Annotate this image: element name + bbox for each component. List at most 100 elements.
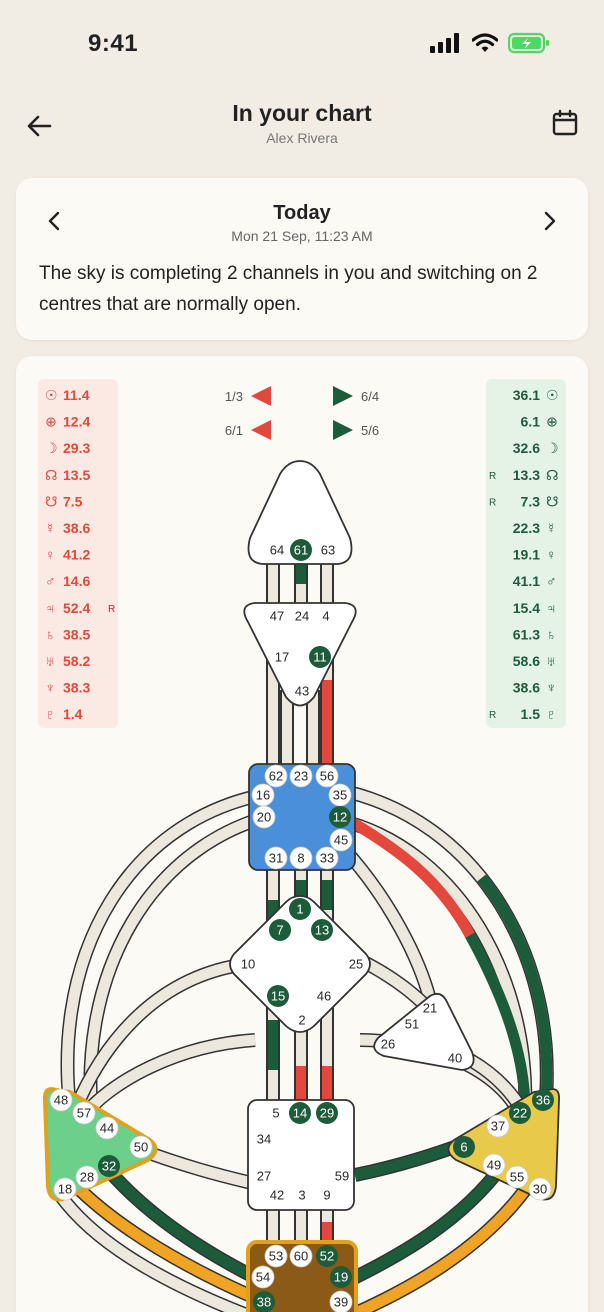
gate-label[interactable]: 12 bbox=[333, 810, 347, 825]
g-centre[interactable] bbox=[229, 895, 371, 1033]
gate-label[interactable]: 22 bbox=[513, 1106, 527, 1121]
gate-label[interactable]: 34 bbox=[257, 1132, 271, 1147]
gate-label[interactable]: 27 bbox=[257, 1169, 271, 1184]
personality-arrow-icon bbox=[333, 386, 353, 406]
gate-label[interactable]: 50 bbox=[134, 1140, 148, 1155]
gate-label[interactable]: 29 bbox=[320, 1106, 334, 1121]
gate-label[interactable]: 44 bbox=[100, 1121, 114, 1136]
gate-label[interactable]: 18 bbox=[58, 1182, 72, 1197]
gate-label[interactable]: 49 bbox=[487, 1158, 501, 1173]
gate-label[interactable]: 10 bbox=[241, 957, 255, 972]
sacral-centre[interactable] bbox=[247, 1099, 355, 1211]
gate-label[interactable]: 30 bbox=[533, 1182, 547, 1197]
gate-label[interactable]: 2 bbox=[298, 1013, 305, 1028]
profile-label: 5/6 bbox=[361, 423, 379, 438]
gate-label[interactable]: 3 bbox=[298, 1188, 305, 1203]
gate-badge bbox=[315, 846, 339, 870]
gate-badge bbox=[253, 1291, 275, 1312]
gate-label[interactable]: 56 bbox=[320, 769, 334, 784]
gate-label[interactable]: 4 bbox=[322, 609, 329, 624]
retrograde-marker: R bbox=[489, 471, 496, 482]
gate-label[interactable]: 15 bbox=[271, 989, 285, 1004]
ajna-centre[interactable] bbox=[243, 602, 357, 707]
gate-label[interactable]: 35 bbox=[333, 788, 347, 803]
planet-symbol: ♅ bbox=[45, 653, 56, 669]
gate-label[interactable]: 51 bbox=[405, 1017, 419, 1032]
planet-gate-value: 41.2 bbox=[63, 547, 90, 563]
gate-label[interactable]: 20 bbox=[257, 810, 271, 825]
gate-label[interactable]: 24 bbox=[295, 609, 309, 624]
gate-label[interactable]: 60 bbox=[294, 1249, 308, 1264]
gate-badge bbox=[289, 1244, 313, 1268]
gate-label[interactable]: 63 bbox=[321, 543, 335, 558]
planet-symbol: ♃ bbox=[45, 600, 56, 616]
throat-centre[interactable] bbox=[248, 763, 356, 871]
solar-plexus-centre[interactable] bbox=[447, 1088, 560, 1201]
gate-label[interactable]: 32 bbox=[102, 1159, 116, 1174]
gate-label[interactable]: 46 bbox=[317, 989, 331, 1004]
gate-badge bbox=[75, 1165, 99, 1189]
gate-label[interactable]: 61 bbox=[294, 543, 308, 558]
gate-badge bbox=[316, 1245, 338, 1267]
gate-label[interactable]: 26 bbox=[381, 1037, 395, 1052]
back-arrow-icon[interactable] bbox=[24, 110, 56, 142]
profile-label: 6/4 bbox=[361, 389, 379, 404]
planet-gate-value: 19.1 bbox=[513, 547, 540, 563]
gate-label[interactable]: 48 bbox=[54, 1093, 68, 1108]
gate-label[interactable]: 7 bbox=[276, 923, 283, 938]
planet-gate-value: 36.1 bbox=[513, 387, 540, 403]
gate-label[interactable]: 11 bbox=[313, 650, 327, 665]
gate-label[interactable]: 42 bbox=[270, 1188, 284, 1203]
gate-label[interactable]: 28 bbox=[80, 1170, 94, 1185]
next-day-icon[interactable] bbox=[538, 210, 560, 232]
status-icons bbox=[430, 32, 550, 54]
gate-label[interactable]: 54 bbox=[256, 1270, 270, 1285]
gate-label[interactable]: 37 bbox=[491, 1119, 505, 1134]
gate-label[interactable]: 13 bbox=[315, 923, 329, 938]
spleen-centre[interactable] bbox=[42, 1087, 158, 1202]
gate-label[interactable]: 25 bbox=[349, 957, 363, 972]
planet-symbol: ♇ bbox=[546, 706, 557, 722]
gate-label[interactable]: 23 bbox=[294, 769, 308, 784]
gate-badge bbox=[289, 1102, 311, 1124]
gate-label[interactable]: 40 bbox=[448, 1051, 462, 1066]
gate-label[interactable]: 55 bbox=[510, 1170, 524, 1185]
gate-label[interactable]: 6 bbox=[460, 1140, 467, 1155]
gate-label[interactable]: 47 bbox=[270, 609, 284, 624]
gate-label[interactable]: 36 bbox=[536, 1093, 550, 1108]
gate-label[interactable]: 53 bbox=[269, 1249, 283, 1264]
calendar-icon[interactable] bbox=[550, 108, 580, 138]
gate-label[interactable]: 16 bbox=[256, 788, 270, 803]
planet-gate-value: 61.3 bbox=[513, 626, 540, 642]
gate-label[interactable]: 43 bbox=[295, 684, 309, 699]
ego-centre[interactable] bbox=[373, 992, 475, 1071]
gate-label[interactable]: 19 bbox=[334, 1270, 348, 1285]
head-centre[interactable] bbox=[247, 460, 353, 565]
gate-badge bbox=[505, 1165, 529, 1189]
planet-gate-value: 13.5 bbox=[63, 467, 90, 483]
gate-label[interactable]: 21 bbox=[423, 1001, 437, 1016]
gate-label[interactable]: 45 bbox=[334, 833, 348, 848]
gate-label[interactable]: 38 bbox=[257, 1295, 271, 1310]
planet-symbol: ♂ bbox=[45, 573, 56, 589]
gate-label[interactable]: 1 bbox=[296, 902, 303, 917]
gate-badge bbox=[264, 1244, 288, 1268]
gate-label[interactable]: 9 bbox=[323, 1188, 330, 1203]
gate-label[interactable]: 8 bbox=[297, 851, 304, 866]
gate-label[interactable]: 64 bbox=[270, 543, 284, 558]
gate-label[interactable]: 62 bbox=[269, 769, 283, 784]
gate-label[interactable]: 59 bbox=[335, 1169, 349, 1184]
gate-label[interactable]: 17 bbox=[275, 650, 289, 665]
gate-label[interactable]: 39 bbox=[334, 1295, 348, 1310]
gate-label[interactable]: 52 bbox=[320, 1249, 334, 1264]
gate-label[interactable]: 5 bbox=[272, 1106, 279, 1121]
gate-label[interactable]: 57 bbox=[77, 1106, 91, 1121]
gate-label[interactable]: 14 bbox=[293, 1106, 307, 1121]
gate-label[interactable]: 33 bbox=[320, 851, 334, 866]
gate-badge bbox=[289, 846, 313, 870]
gate-label[interactable]: 31 bbox=[269, 851, 283, 866]
planet-symbol: ⊕ bbox=[546, 414, 558, 430]
previous-day-icon[interactable] bbox=[44, 210, 66, 232]
